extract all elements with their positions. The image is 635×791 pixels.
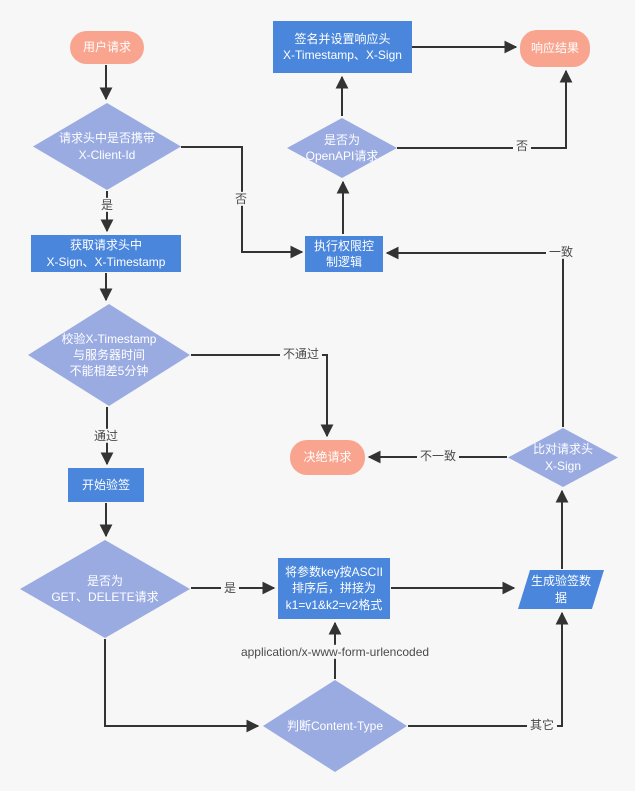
node-label: 请求头中是否携带 X-Client-Id xyxy=(58,131,155,162)
edge-label-match: 一致 xyxy=(545,244,577,260)
node-start-verify: 开始验签 xyxy=(68,468,144,502)
edge-label-other: 其它 xyxy=(526,717,558,733)
node-label: 执行权限控 制逻辑 xyxy=(313,238,374,269)
edge-label-no-client-id: 否 xyxy=(231,191,251,207)
node-sign-response: 签名并设置响应头 X-Timestamp、X-Sign xyxy=(273,21,412,73)
node-label: 是否为 GET、DELETE请求 xyxy=(51,573,159,604)
node-label: 是否为 OpenAPI请求 xyxy=(305,132,379,163)
node-exec-permission: 执行权限控 制逻辑 xyxy=(305,236,383,272)
node-label: 决绝请求 xyxy=(303,450,352,465)
node-sort-params: 将参数key按ASCII 排序后，拼接为 k1=v1&k2=v2格式 xyxy=(278,558,390,619)
edge-label-pass: 通过 xyxy=(90,428,122,444)
edge-label-no-pass: 不通过 xyxy=(279,346,323,362)
node-label: 开始验签 xyxy=(81,477,130,492)
edge-label-form-urlencoded: application/x-www-form-urlencoded xyxy=(237,644,433,660)
edge-openapi-no xyxy=(397,69,573,149)
node-gen-sign-data: 生成验签数 据 xyxy=(518,570,604,609)
node-label: 响应结果 xyxy=(530,41,579,56)
edge-method-no xyxy=(104,639,260,733)
edge-label-not-match: 不一致 xyxy=(416,448,460,464)
node-get-headers: 获取请求头中 X-Sign、X-Timestamp xyxy=(31,235,181,272)
edge-label-yes-client-id: 是 xyxy=(97,197,117,213)
node-label: 用户请求 xyxy=(82,40,131,55)
node-user-request: 用户请求 xyxy=(70,31,144,64)
edge-comparesign-match xyxy=(385,246,564,427)
node-label: 校验X-Timestamp 与服务器时间 不能相差5分钟 xyxy=(61,331,157,379)
node-label: 获取请求头中 X-Sign、X-Timestamp xyxy=(46,238,166,269)
edge-verify-nopass xyxy=(191,354,334,438)
edge-label-yes-method: 是 xyxy=(220,580,240,596)
node-reject-request: 决绝请求 xyxy=(290,440,365,475)
node-response-result: 响应结果 xyxy=(520,30,590,67)
node-label: 签名并设置响应头 X-Timestamp、X-Sign xyxy=(283,31,402,62)
node-label: 判断Content-Type xyxy=(286,718,384,733)
node-label: 比对请求头 X-Sign xyxy=(532,442,593,473)
node-label: 将参数key按ASCII 排序后，拼接为 k1=v1&k2=v2格式 xyxy=(284,565,384,612)
edge-label-no-openapi: 否 xyxy=(512,138,532,154)
node-label: 生成验签数 据 xyxy=(530,574,591,605)
edge-contenttype-other xyxy=(408,611,569,727)
